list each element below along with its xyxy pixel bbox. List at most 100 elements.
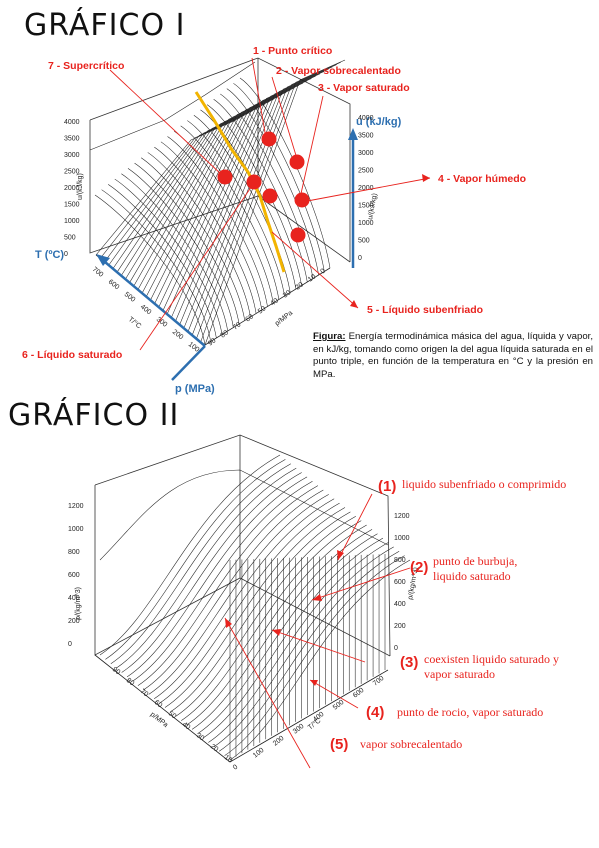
axis-t-tick-label: T/°C bbox=[127, 315, 143, 330]
mesh-line bbox=[183, 71, 325, 328]
p-tick: 70 bbox=[232, 321, 243, 331]
mesh-line bbox=[150, 89, 291, 301]
rho-tick-right: 0 bbox=[394, 645, 398, 652]
u-tick-right: 2500 bbox=[358, 168, 374, 175]
u-tick-right: 500 bbox=[358, 238, 370, 245]
label-4: 4 - Vapor húmedo bbox=[438, 173, 526, 185]
u-tick: 2500 bbox=[64, 169, 80, 176]
rho-tick-right: 600 bbox=[394, 579, 406, 586]
mesh-line bbox=[116, 467, 297, 669]
axis-u-right-label: u/(kJ/kg) bbox=[367, 193, 379, 221]
mesh-line bbox=[110, 463, 291, 664]
mesh-line bbox=[116, 108, 258, 273]
mesh-line bbox=[121, 173, 228, 332]
chart1-box bbox=[89, 57, 351, 263]
mesh-line bbox=[99, 117, 241, 259]
chart2-surface-mesh bbox=[99, 454, 411, 761]
mesh-line bbox=[197, 533, 378, 734]
mesh-line bbox=[127, 168, 234, 328]
point-sat-liquid bbox=[246, 174, 262, 190]
axis-u-label: u (kJ/kg) bbox=[356, 116, 402, 128]
mesh-line bbox=[220, 93, 314, 279]
label-t1: liquido subenfriado o comprimido bbox=[402, 477, 566, 491]
rho-tick-right: 200 bbox=[394, 623, 406, 630]
p-tick-2: 80 bbox=[125, 677, 136, 687]
p-tick: 20 bbox=[294, 281, 305, 291]
mesh-line bbox=[154, 498, 335, 699]
caption-body: Energía termodinámica másica del agua, l… bbox=[313, 331, 593, 380]
p-tick-2: 10 bbox=[223, 754, 234, 764]
mesh-line bbox=[175, 75, 316, 321]
mesh-line bbox=[94, 194, 206, 346]
mesh-line bbox=[187, 68, 329, 332]
chart1-points bbox=[217, 131, 310, 243]
mesh-line bbox=[202, 537, 384, 739]
mesh-line bbox=[140, 157, 246, 321]
u-tick: 2000 bbox=[64, 185, 80, 192]
rho-tick-right: 1000 bbox=[394, 535, 410, 542]
point-subcooled bbox=[290, 227, 306, 243]
mesh-line bbox=[167, 136, 268, 307]
u-tick: 4000 bbox=[64, 119, 80, 126]
mesh-line bbox=[114, 178, 223, 335]
t-tick: 500 bbox=[123, 291, 137, 304]
rho-tick-right: 1200 bbox=[394, 513, 410, 520]
mesh-line bbox=[226, 88, 319, 276]
axis-p-label-2: p/MPa bbox=[149, 711, 169, 729]
u-tick-right: 2000 bbox=[358, 185, 374, 192]
label-t2a: punto de burbuja, bbox=[433, 554, 517, 568]
mesh-line bbox=[196, 64, 337, 339]
mesh-line bbox=[132, 481, 313, 682]
u-tick-right: 1000 bbox=[358, 220, 374, 227]
u-tick-right: 3000 bbox=[358, 150, 374, 157]
mesh-line bbox=[137, 485, 319, 686]
mesh-line bbox=[206, 104, 302, 286]
p-tick: 80 bbox=[219, 329, 230, 339]
p-tick-2: 20 bbox=[209, 743, 220, 753]
label-n1: (1) bbox=[378, 478, 396, 495]
label-n4: (4) bbox=[366, 704, 384, 721]
u-tick: 0 bbox=[64, 251, 68, 258]
rho-tick: 1200 bbox=[68, 503, 84, 510]
rho-tick: 200 bbox=[68, 618, 80, 625]
t-tick-2: 600 bbox=[352, 687, 366, 700]
mesh-line bbox=[141, 94, 283, 294]
u-tick-right: 0 bbox=[358, 255, 362, 262]
chart2-rho-ticks-right: 1200 1000 800 600 400 200 0 bbox=[394, 513, 410, 652]
chart2-pointers bbox=[224, 493, 411, 769]
axis-p-label: p (MPa) bbox=[175, 383, 215, 395]
rho-tick-right: 800 bbox=[394, 557, 406, 564]
mesh-line bbox=[224, 555, 405, 756]
mesh-line bbox=[200, 62, 341, 342]
u-tick: 500 bbox=[64, 235, 76, 242]
mesh-line bbox=[112, 110, 253, 270]
p-tick: 50 bbox=[257, 305, 268, 315]
mesh-line bbox=[143, 489, 324, 691]
label-6: 6 - Líquido saturado bbox=[22, 349, 122, 361]
mesh-line bbox=[186, 524, 367, 726]
label-t3b: vapor saturado bbox=[424, 667, 495, 681]
mesh-line bbox=[126, 476, 308, 678]
u-tick: 3000 bbox=[64, 152, 80, 159]
mesh-line bbox=[160, 141, 263, 311]
point-critical bbox=[261, 131, 277, 147]
chart1-title: GRÁFICO I bbox=[24, 8, 186, 43]
mesh-line bbox=[147, 152, 251, 318]
t-tick-2: 500 bbox=[332, 699, 346, 712]
label-7: 7 - Supercrítico bbox=[48, 60, 124, 72]
label-1: 1 - Punto crítico bbox=[253, 45, 332, 57]
point-sat-liquid-2 bbox=[262, 188, 278, 204]
rho-tick: 1000 bbox=[68, 526, 84, 533]
rho-tick-right: 400 bbox=[394, 601, 406, 608]
mesh-line bbox=[187, 120, 285, 297]
rho-tick: 600 bbox=[68, 572, 80, 579]
mesh-line bbox=[105, 459, 286, 660]
label-5: 5 - Líquido subenfriado bbox=[367, 304, 483, 316]
mesh-line bbox=[134, 162, 240, 325]
label-n3: (3) bbox=[400, 654, 418, 671]
label-t5: vapor sobrecalentado bbox=[360, 737, 462, 751]
